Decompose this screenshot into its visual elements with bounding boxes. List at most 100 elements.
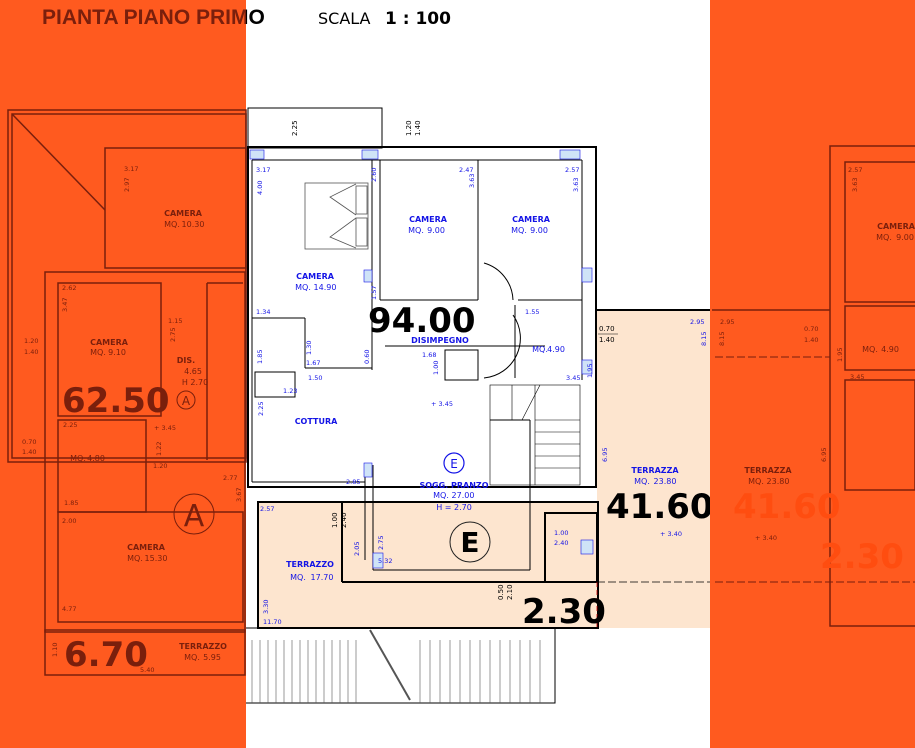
dimension-label: 8.15 [700,332,708,346]
dimension-label: 1.50 [308,374,322,382]
area-value: 9.00 [427,226,445,235]
area-prefix: MQ. [433,491,449,500]
roof-hatch-bottom [244,627,556,704]
room-name: CAMERA [409,215,448,224]
dimension-label: 2.95 [720,318,734,326]
dimension-label: 2.97 [123,178,131,192]
dimension-label: 1.15 [168,317,182,325]
dimension-label: 23.80 [767,477,790,486]
dimension-label: CAMERA [90,338,129,347]
area-value: 14.90 [314,283,337,292]
unit-right-walls [712,145,915,627]
dimension-label: 1.20 [24,337,38,345]
dimension-label: 2.62 [62,284,76,292]
dimension-label: 2.40 [340,512,348,528]
dimension-label: + 3.45 [431,400,453,408]
dimension-label: 3.47 [61,298,69,312]
dimension-label: 1.68 [422,351,436,359]
dimension-label: 1.30 [305,341,313,355]
dimension-label: 2.40 [554,539,568,547]
dimension-label: 5.32 [378,557,392,565]
dimension-label: + 3.40 [755,534,777,542]
area-prefix: MQ. [532,345,548,354]
terrace-total-area: 41.60 [606,487,714,527]
dimension-label: 2.05 [353,542,361,556]
unit-e-walls [247,146,712,629]
unit-a-big-marker-circle [173,493,215,535]
unit-a-labels: CAMERA MQ. 10.30 CAMERA MQ. 9.10 DIS. 4.… [22,165,243,674]
area-prefix: MQ. [634,477,650,486]
unit-a-total-area: 62.50 [62,381,170,421]
unit-a-marker-circle [176,390,196,410]
area-value: 4.90 [547,345,565,354]
dimension-label: 2.95 [690,318,704,326]
bed-icon [304,182,369,250]
dimension-label: 1.85 [64,499,78,507]
dimension-label: MQ. [876,233,892,242]
dimension-label: 9.10 [108,348,126,357]
room-name: SOGG. PRANZO [419,481,488,490]
dimension-label: MQ. [862,345,878,354]
dimension-label: 1.57 [370,286,378,300]
dimension-label: 15.30 [145,554,168,563]
dimension-label: 2.60 [370,168,378,182]
dimension-label: 1.22 [155,442,163,456]
dimension-label: 0.60 [363,350,371,364]
dimension-label: 3.17 [256,166,270,174]
dimension-label: 0.70 [22,438,36,446]
unit-e-labels: CAMERA MQ. 14.90 CAMERA MQ. 9.00 CAMERA … [286,215,679,582]
dimension-label: 1.20 [405,120,413,136]
dimension-label: 3.67 [235,488,243,502]
unit-a-marker: A [184,499,205,534]
dimension-label: MQ. [127,554,143,563]
dimension-label: 1.95 [586,364,594,378]
dimension-label: DIS. [177,356,195,365]
dimension-label: MQ. [164,220,180,229]
area-prefix: MQ. [408,226,424,235]
dimension-label: H 2.70 [182,378,208,387]
dimension-label: 2.10 [506,584,514,600]
dimension-label: 3.30 [262,600,270,614]
dimension-label: 1.40 [804,336,818,344]
dimension-label: CAMERA [164,209,203,218]
unit-right-terrace-area: 41.60 [733,487,841,527]
dimension-label: 1.55 [525,308,539,316]
dimension-label: 4.00 [256,181,264,195]
unit-a-walls [7,109,247,676]
dimension-label: 2.77 [223,474,237,482]
room-name: TERRAZZA [631,466,679,475]
dimension-label: 1.67 [306,359,320,367]
dimension-label: 8.15 [718,332,726,346]
dimension-label: 2.57 [260,505,274,513]
dimension-label: MQ. [90,348,106,357]
terrace-bottom-fill [258,502,598,628]
area-value: 9.00 [530,226,548,235]
dimension-label: 2.25 [63,421,77,429]
unit-right-small-area: 2.30 [820,537,904,577]
unit-e-dimensions: 3.17 4.00 2.60 2.47 3.63 2.57 3.63 1.34 … [256,120,708,626]
area-value: 23.80 [654,477,677,486]
area-value: 27.00 [452,491,475,500]
dimension-label: 1.40 [22,448,36,456]
dimension-label: 1.40 [24,348,38,356]
dimension-label: 5.40 [140,666,154,674]
unit-big-marker-circle [449,521,491,563]
area-value: 17.70 [311,573,334,582]
dimension-label: 4.80 [87,454,105,463]
scale-label: SCALA [318,9,371,28]
dimension-label: 1.40 [599,336,615,344]
room-name: DISIMPEGNO [411,336,469,345]
dimension-label: 1.95 [836,348,844,362]
unit-marker: E [450,457,458,471]
dimension-label: 1.10 [51,643,59,657]
dimension-label: 4.90 [881,345,899,354]
dimension-label: 2.47 [459,166,473,174]
dimension-label: 1.34 [256,308,270,316]
dimension-label: 1.85 [256,350,264,364]
dimension-label: 2.75 [169,328,177,342]
dimension-label: TERRAZZA [744,466,792,475]
room-name: CAMERA [512,215,551,224]
room-name: CAMERA [296,272,335,281]
dimension-label: 9.00 [896,233,914,242]
dimension-label: 4.65 [184,367,202,376]
